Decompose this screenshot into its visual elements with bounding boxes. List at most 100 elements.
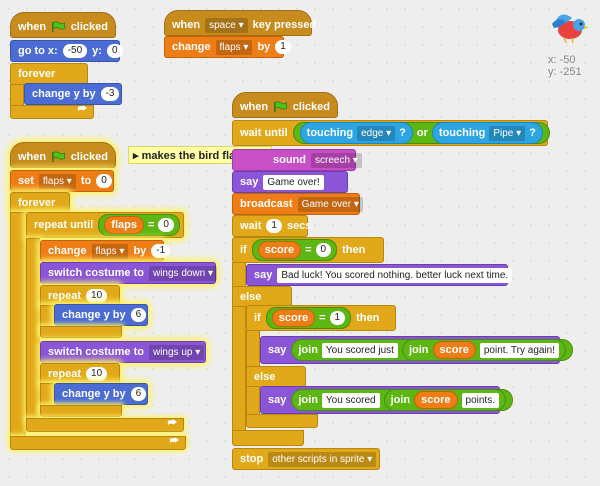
score-variable[interactable]: score: [414, 391, 458, 409]
join-operator[interactable]: join You scored just join score point. T…: [291, 339, 574, 361]
touching-sensor[interactable]: touching edge ?: [299, 122, 413, 144]
broadcast-block[interactable]: broadcast Game over: [232, 193, 363, 215]
then-label: then: [342, 244, 366, 256]
if-else-block-2[interactable]: if score = 1 then: [246, 305, 396, 331]
forever-bottom: ⮫: [10, 436, 186, 450]
flaps-variable[interactable]: flaps: [104, 216, 144, 234]
set-value-input[interactable]: 0: [96, 174, 112, 188]
by-label: by: [133, 245, 147, 257]
join-text-input[interactable]: You scored: [321, 392, 380, 408]
change-flaps-block-2[interactable]: change flaps by -1: [40, 240, 171, 262]
say-block[interactable]: say Game over!: [232, 171, 348, 193]
wait-seconds-input[interactable]: 1: [266, 219, 282, 233]
say-label: say: [268, 344, 287, 356]
join-text-input[interactable]: You scored just: [321, 342, 398, 358]
repeat-until-bottom: ⮫: [26, 418, 184, 432]
join-operator[interactable]: join You scored join score points.: [291, 389, 513, 411]
green-flag-icon: [52, 151, 66, 163]
comment-arrow-icon[interactable]: ▸: [133, 150, 139, 162]
sound-dropdown[interactable]: screech: [311, 152, 362, 168]
costume-dropdown[interactable]: wings up: [148, 344, 205, 360]
repeat-bottom: [40, 405, 122, 417]
variable-dropdown[interactable]: flaps: [38, 173, 76, 189]
say-text-input[interactable]: Bad luck! You scored nothing. better luc…: [277, 267, 513, 283]
switch-costume-block[interactable]: switch costume to wings down: [40, 262, 218, 284]
loop-arrow-icon: ⮫: [77, 104, 87, 115]
comment-text: makes the bird flap: [141, 150, 242, 162]
forever-block[interactable]: forever: [10, 63, 88, 85]
change-y-input[interactable]: 6: [130, 308, 147, 322]
when-flag-clicked-hat-3[interactable]: when clicked: [232, 92, 338, 118]
join-operator-inner[interactable]: join score points.: [383, 389, 506, 411]
change-y-block[interactable]: change y by 6: [54, 383, 148, 405]
score-variable[interactable]: score: [257, 241, 302, 259]
wait-until-block[interactable]: wait until touching edge ? or touching P…: [232, 120, 550, 146]
play-sound-block[interactable]: sound screech: [232, 149, 362, 171]
when-flag-clicked-hat[interactable]: when clicked: [10, 12, 116, 38]
stop-option-dropdown[interactable]: other scripts in sprite: [268, 451, 377, 467]
join-operator-inner[interactable]: join score point. Try again!: [401, 339, 567, 361]
compare-value-input[interactable]: 1: [329, 311, 346, 325]
costume-dropdown[interactable]: wings down: [148, 265, 218, 281]
repeat-count-input[interactable]: 10: [86, 289, 108, 303]
then-label: then: [356, 312, 380, 324]
change-flaps-block[interactable]: change flaps by 1: [164, 36, 291, 58]
variable-dropdown[interactable]: flaps: [91, 243, 129, 259]
join-text-input[interactable]: points.: [461, 392, 499, 408]
touching-object-dropdown[interactable]: edge: [357, 125, 396, 141]
go-to-xy-block[interactable]: go to x: -50 y: 0: [10, 40, 123, 62]
change-value-input[interactable]: 1: [275, 40, 291, 54]
repeat-block-2[interactable]: repeat 10: [40, 363, 120, 385]
or-operator[interactable]: touching edge ? or touching Pipe ?: [292, 122, 550, 144]
x-coord-value: -50: [559, 54, 576, 66]
score-variable[interactable]: score: [432, 341, 476, 359]
change-y-block[interactable]: change y by 6: [54, 304, 148, 326]
switch-costume-block-2[interactable]: switch costume to wings up: [40, 341, 206, 363]
touching-object-dropdown[interactable]: Pipe: [489, 125, 526, 141]
change-value-input[interactable]: -1: [151, 244, 171, 258]
wait-secs-block[interactable]: wait 1 secs: [232, 215, 312, 237]
touching-label: touching: [438, 127, 486, 139]
say-join-block[interactable]: say join You scored just join score poin…: [260, 336, 574, 364]
compare-value-input[interactable]: 0: [158, 218, 174, 232]
variable-dropdown[interactable]: flaps: [215, 39, 253, 55]
x-coord-label: x:: [548, 54, 557, 66]
stop-label: stop: [240, 453, 264, 465]
when-flag-clicked-hat-2[interactable]: when clicked: [10, 142, 116, 168]
go-to-label: go to x:: [18, 45, 58, 57]
say-label: say: [240, 176, 259, 188]
green-flag-icon: [52, 21, 66, 33]
say-text-input[interactable]: Game over!: [263, 174, 324, 190]
message-dropdown[interactable]: Game over: [297, 196, 363, 212]
else-label: else: [254, 371, 276, 383]
y-input[interactable]: 0: [106, 44, 123, 58]
stop-block[interactable]: stop other scripts in sprite: [232, 448, 380, 470]
forever-block-2[interactable]: forever: [10, 192, 70, 214]
say-join-block-2[interactable]: say join You scored join score points.: [260, 386, 513, 414]
key-dropdown[interactable]: space: [205, 17, 248, 33]
join-text-input[interactable]: point. Try again!: [479, 342, 560, 358]
change-y-input[interactable]: 6: [130, 387, 147, 401]
touching-sensor-2[interactable]: touching Pipe ?: [431, 122, 543, 144]
if-else-block[interactable]: if score = 0 then: [232, 237, 384, 263]
when-label: when: [172, 19, 201, 31]
say-block[interactable]: say Bad luck! You scored nothing. better…: [246, 264, 513, 286]
repeat-block[interactable]: repeat 10: [40, 285, 120, 307]
secs-label: secs: [286, 220, 312, 232]
if-else-bottom: [232, 430, 304, 446]
repeat-count-input[interactable]: 10: [86, 367, 108, 381]
when-key-pressed-hat[interactable]: when space key pressed: [164, 10, 316, 36]
equals-operator[interactable]: score = 1: [265, 307, 352, 329]
equals-operator[interactable]: flaps = 0: [98, 214, 180, 236]
sound-label: sound: [273, 154, 306, 166]
change-y-input[interactable]: -3: [100, 87, 120, 101]
score-variable[interactable]: score: [271, 309, 316, 327]
equals-operator[interactable]: score = 0: [251, 239, 338, 261]
repeat-until-block[interactable]: repeat until flaps = 0: [26, 212, 184, 238]
forever-label: forever: [18, 68, 56, 80]
set-flaps-block[interactable]: set flaps to 0: [10, 170, 114, 192]
x-input[interactable]: -50: [62, 44, 88, 58]
change-y-block[interactable]: change y by -3: [24, 83, 122, 105]
compare-value-input[interactable]: 0: [315, 243, 332, 257]
